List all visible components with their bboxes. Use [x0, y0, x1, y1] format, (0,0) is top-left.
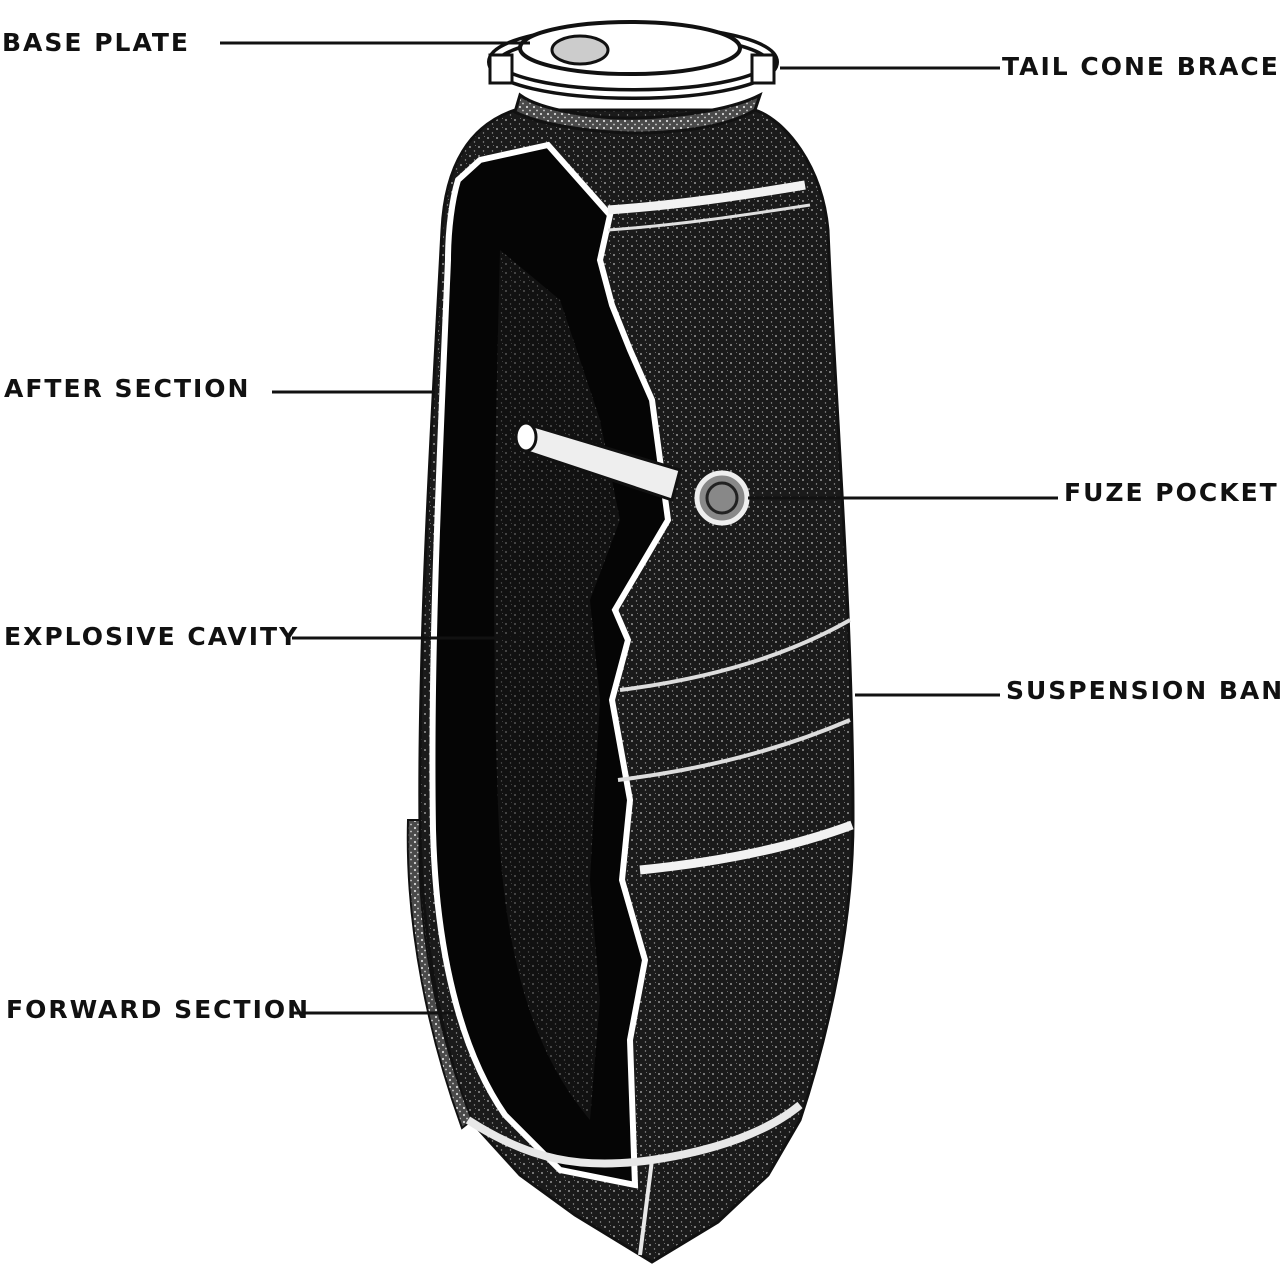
forward-section-shell [406, 819, 474, 1130]
nose-fin-seam [638, 1159, 654, 1256]
forward-band [639, 820, 854, 875]
upper-band [607, 180, 806, 215]
label-suspension-band: SUSPENSION BAND [1006, 676, 1280, 705]
fuze-pocket-thread [705, 481, 739, 515]
base-plate-lug-left [488, 53, 514, 85]
fuze-pocket-end [514, 421, 538, 453]
base-plate-lug-right [750, 53, 776, 85]
label-explosive-cavity: EXPLOSIVE CAVITY [4, 622, 300, 651]
suspension-band-lower [617, 718, 851, 782]
base-plate-boss [550, 34, 610, 66]
label-fuze-pocket: FUZE POCKET [1064, 478, 1279, 507]
fuze-pocket-opening [694, 470, 750, 526]
suspension-band-upper [619, 618, 851, 692]
label-forward-section: FORWARD SECTION [6, 995, 311, 1024]
label-tail-cone-brace: TAIL CONE BRACE [1002, 52, 1280, 81]
label-base-plate: BASE PLATE [2, 28, 190, 57]
lower-upper-band [607, 203, 811, 232]
label-after-section: AFTER SECTION [4, 374, 251, 403]
tail-cone-neck [513, 91, 763, 135]
